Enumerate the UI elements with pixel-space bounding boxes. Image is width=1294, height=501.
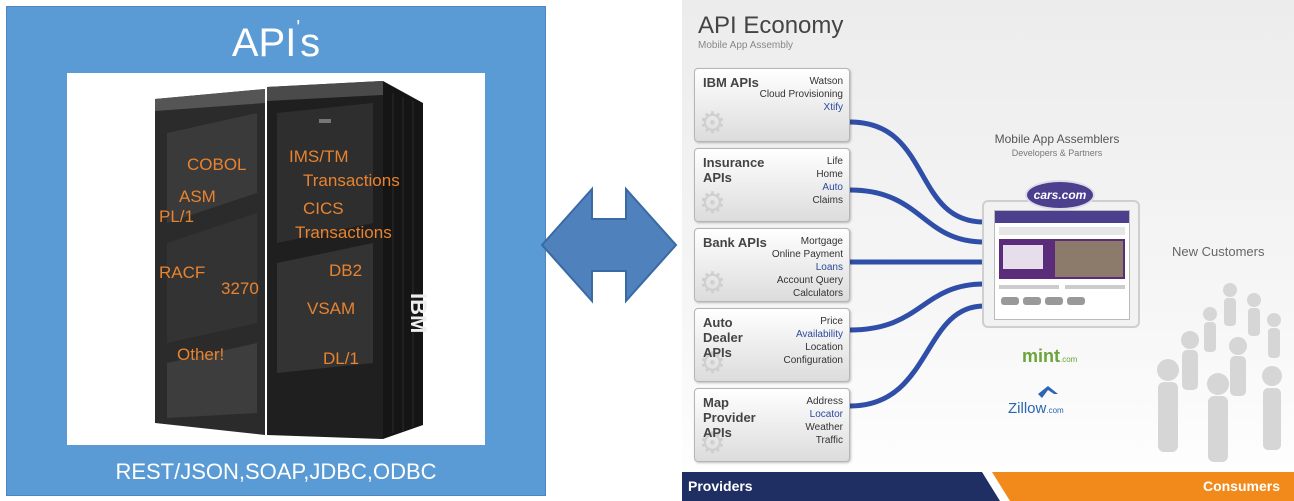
cable-ibm [847,119,987,225]
api-item: Home [816,169,843,180]
customers-figures [1157,283,1282,462]
api-item: Configuration [783,355,843,366]
gear-icon: ⚙ [699,107,726,140]
cable-map-provider [847,303,987,409]
tablet-device [982,200,1140,328]
api-item: Account Query [776,275,843,286]
gear-icon: ⚙ [699,267,726,300]
api-item: Price [820,316,843,327]
api-item-highlight: Auto [822,182,843,193]
label-asm: ASM [179,187,216,206]
label-pl1: PL/1 [159,207,194,226]
api-item-highlight: Locator [809,409,843,420]
api-card-ibm[interactable]: ⚙ IBM APIs Watson Cloud Provisioning Xti… [694,68,850,142]
assemblers-subtitle: Developers & Partners [1011,148,1103,158]
mint-logo-suffix: .com [1060,355,1078,364]
api-card-items: Address Locator Weather Traffic [805,395,843,447]
zillow-logo-text: Zillow [1008,400,1047,417]
api-economy-subtitle: Mobile App Assembly [698,40,794,51]
label-vsam: VSAM [307,299,356,318]
gear-icon: ⚙ [699,427,726,460]
api-item-highlight: Xtify [823,102,843,113]
providers-label: Providers [688,478,753,494]
api-card-insurance[interactable]: ⚙ Insurance APIs Life Home Auto Claims [694,148,850,222]
api-item-highlight: Loans [815,262,843,273]
api-card-items: Life Home Auto Claims [812,155,843,207]
label-cics-transactions: Transactions [295,223,392,242]
api-economy-title: API Economy [698,12,844,39]
api-card-items: Mortgage Online Payment Loans Account Qu… [772,235,843,300]
mainframe-panel: API's IBM COBOL ASM PL/1 RACF 3270 [6,6,546,496]
label-cobol: COBOL [187,155,247,174]
label-ims-transactions: Transactions [303,171,400,190]
tablet-screen [994,210,1130,320]
api-card-items: Price Availability Location Configuratio… [784,315,843,367]
assemblers-title: Mobile App Assemblers [994,132,1120,146]
api-card-name: Map Provider APIs [703,395,756,440]
api-item: Weather [805,422,843,433]
zillow-logo-suffix: .com [1046,406,1064,415]
api-item: Online Payment [771,249,843,260]
api-item: Calculators [792,288,843,299]
tablet-screen-graphic [995,211,1129,305]
title-tick: ' [296,17,301,39]
api-card-name: Bank APIs [703,235,767,250]
api-item: Mortgage [800,236,843,247]
mainframe-image-frame: IBM COBOL ASM PL/1 RACF 3270 Other! IMS/… [67,73,485,445]
label-racf: RACF [159,263,206,282]
protocols-footer: REST/JSON,SOAP,JDBC,ODBC [115,459,437,484]
panel-title: API's [7,17,545,66]
api-cables [847,119,1282,462]
svg-text:IBM: IBM [406,293,431,333]
label-cics: CICS [303,199,344,218]
gear-icon: ⚙ [699,347,726,380]
api-card-bank[interactable]: ⚙ Bank APIs Mortgage Online Payment Loan… [694,228,850,302]
label-dl1: DL/1 [323,349,359,368]
api-economy-panel: API Economy Mobile App Assembly ⚙ IBM AP… [682,0,1294,501]
gear-icon: ⚙ [699,187,726,220]
zillow-house-icon [1038,386,1058,398]
api-item: Address [806,396,843,407]
api-item: Life [826,156,843,167]
double-arrow-icon [540,186,678,304]
label-ims-tm: IMS/TM [289,147,349,166]
api-card-name: IBM APIs [703,75,759,90]
mint-logo: mint.com [1022,346,1077,367]
title-api: API [231,21,297,65]
new-customers-label: New Customers [1172,244,1265,259]
api-card-auto-dealer[interactable]: ⚙ Auto Dealer APIs Price Availability Lo… [694,308,850,382]
label-other: Other! [177,345,225,364]
zillow-logo: Zillow.com [1008,386,1064,417]
api-item: Location [805,342,843,353]
mainframe-illustration: IBM [155,81,431,439]
providers-consumers-bar [682,472,1294,501]
api-item: Claims [812,195,843,206]
api-card-items: Watson Cloud Provisioning Xtify [760,75,843,114]
api-item: Watson [809,76,843,87]
api-item: Cloud Provisioning [759,89,843,100]
label-3270: 3270 [221,279,259,298]
label-db2: DB2 [329,261,363,280]
consumers-label: Consumers [1202,478,1280,494]
api-card-map-provider[interactable]: ⚙ Map Provider APIs Address Locator Weat… [694,388,850,462]
cable-auto-dealer [847,281,987,333]
api-item-highlight: Availability [795,329,843,340]
title-suffix: s [300,21,321,65]
cable-insurance [847,187,987,245]
api-card-name: Auto Dealer APIs [703,315,743,360]
api-card-name: Insurance APIs [703,155,765,185]
api-item: Traffic [815,435,843,446]
mint-logo-text: mint [1022,346,1060,366]
cars-logo: cars.com [1025,180,1095,210]
